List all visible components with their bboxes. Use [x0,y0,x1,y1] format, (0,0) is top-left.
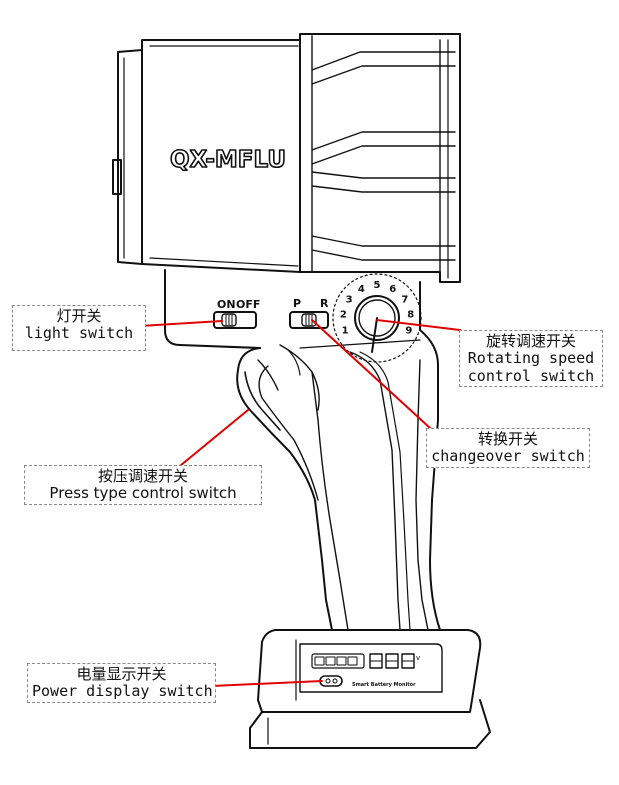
callout-light-switch-en: light switch [24,324,134,343]
callout-light-switch: 灯开关 light switch [12,305,146,351]
off-label: OFF [236,298,260,311]
leader-press-type [174,409,249,471]
callout-rotating-speed-en1: Rotating speed [467,349,595,368]
leader-rotating-speed [376,319,461,331]
speed-dial [332,273,422,363]
battery-pack: v [249,629,491,749]
dial-number-7: 7 [401,295,408,306]
svg-text:v: v [416,654,420,662]
dial-number-3: 3 [346,295,353,306]
changeover-switch [289,311,329,329]
battery-caption: Smart Battery Monitor [352,682,416,688]
light-switch [213,311,257,329]
p-label: P [293,297,301,310]
dial-number-4: 4 [358,284,365,295]
callout-power-display-zh: 电量显示开关 [76,665,167,683]
callout-rotating-speed-en2: control switch [467,366,595,385]
callout-power-display: 电量显示开关 Power display switch [27,663,216,703]
dial-number-6: 6 [389,284,396,295]
leader-light-switch [139,320,223,327]
dial-number-2: 2 [340,310,347,321]
callout-rotating-speed-zh: 旋转调速开关 [485,332,576,350]
tool-handle [164,269,441,631]
dial-number-9: 9 [405,326,412,337]
leader-power-display [211,680,323,687]
leader-changeover [311,319,431,429]
callout-press-type-en: Press type control switch [49,484,237,503]
dial-number-8: 8 [407,310,414,321]
callout-power-display-en: Power display switch [32,682,213,701]
dial-number-1: 1 [342,326,349,337]
tool-head [112,33,461,283]
callout-light-switch-zh: 灯开关 [56,307,102,325]
callout-press-type: 按压调速开关 Press type control switch [24,465,262,505]
callout-rotating-speed: 旋转调速开关 Rotating speed control switch [459,330,603,387]
power-display-button [319,675,343,687]
callout-changeover-en: changeover switch [431,447,585,466]
r-label: R [320,297,329,310]
front-ring-notch [112,159,122,195]
leader-lines [139,319,461,687]
dial-number-5: 5 [374,280,381,291]
model-name: QX-MFLU [170,147,286,173]
callout-changeover: 转换开关 changeover switch [426,428,590,468]
callout-press-type-zh: 按压调速开关 [97,467,188,485]
callout-changeover-zh: 转换开关 [477,430,538,448]
on-label: ON [217,298,236,311]
